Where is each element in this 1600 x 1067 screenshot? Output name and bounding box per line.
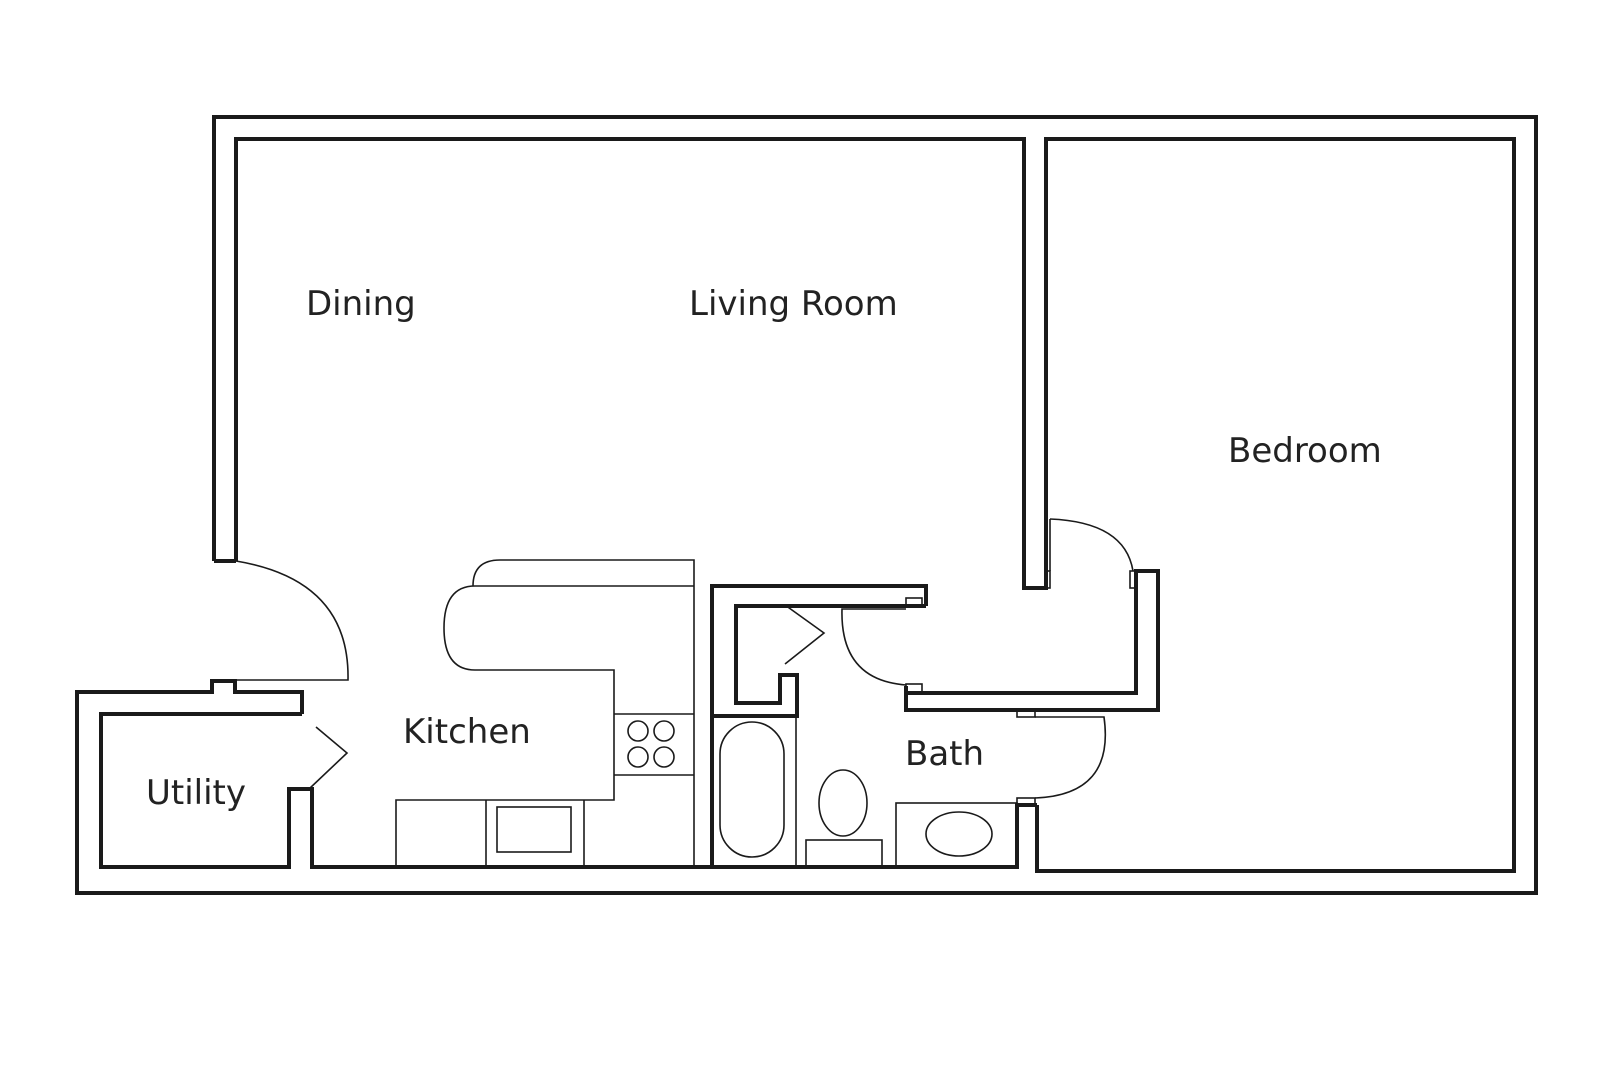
toilet-bowl-icon xyxy=(818,769,868,837)
bath-sink-icon xyxy=(925,811,993,857)
closet-walls xyxy=(712,604,926,718)
bathtub-icon xyxy=(719,721,785,858)
stove-icon xyxy=(627,720,675,768)
room-label-bath: Bath xyxy=(905,734,984,774)
bath-fixtures xyxy=(719,716,1018,868)
vanity xyxy=(895,802,1018,868)
room-label-utility: Utility xyxy=(146,773,246,813)
outer-walls xyxy=(75,115,1538,895)
entry-door-swing xyxy=(235,560,349,681)
bedroom-door-swing xyxy=(1049,518,1134,572)
bar-counter xyxy=(472,559,695,587)
room-label-bedroom: Bedroom xyxy=(1228,431,1382,471)
room-label-kitchen: Kitchen xyxy=(403,712,531,752)
room-label-dining: Dining xyxy=(306,284,416,324)
utility-bifold-door xyxy=(308,726,349,790)
door-jambs xyxy=(905,570,1137,806)
bath-door-swing xyxy=(1034,716,1107,799)
closet-bifold-door xyxy=(784,604,826,665)
hall-door-swing xyxy=(841,608,907,686)
counter-outline xyxy=(395,585,694,867)
bath-walls xyxy=(710,569,1160,869)
kitchen-fixtures xyxy=(395,559,695,867)
sink-icon xyxy=(496,806,572,853)
room-label-living-room: Living Room xyxy=(689,284,898,324)
door-swings xyxy=(235,518,1134,799)
room-labels: Dining Living Room Bedroom Kitchen Bath … xyxy=(146,284,1382,813)
toilet-tank-icon xyxy=(805,839,883,868)
